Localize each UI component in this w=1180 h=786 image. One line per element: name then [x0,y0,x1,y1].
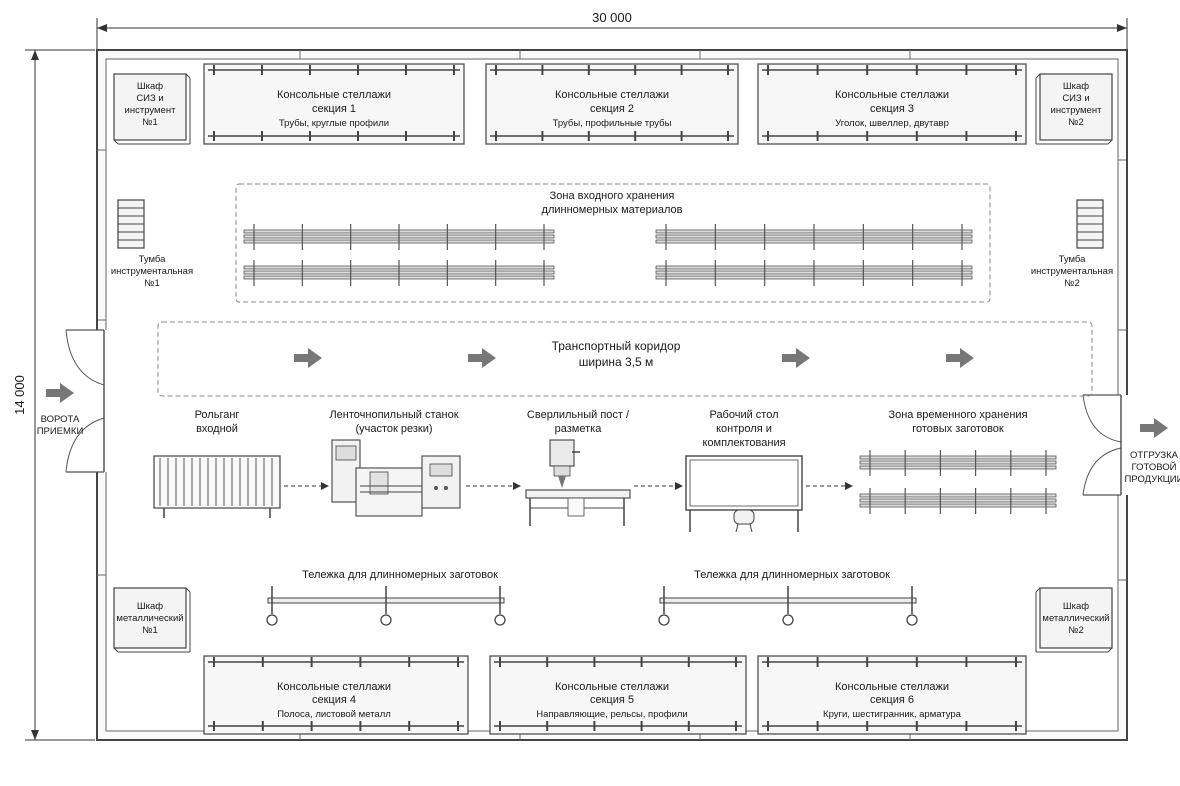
svg-text:Уголок, швеллер, двутавр: Уголок, швеллер, двутавр [835,118,949,129]
svg-text:разметка: разметка [555,423,603,435]
svg-text:Тележка для длинномерных загот: Тележка для длинномерных заготовок [302,569,498,581]
svg-text:комплектования: комплектования [702,437,785,449]
width-dimension-label: 30 000 [592,10,632,25]
shipping-gate-label: ОТГРУЗКА [1130,450,1179,461]
svg-text:Трубы, профильные трубы: Трубы, профильные трубы [553,118,672,129]
svg-text:№1: №1 [142,117,157,128]
svg-text:Направляющие, рельсы, профили: Направляющие, рельсы, профили [536,709,687,720]
svg-text:Шкаф: Шкаф [137,601,163,612]
shipping-gate: ОТГРУЗКА ГОТОВОЙ ПРОДУКЦИИ [1082,394,1180,496]
input-roller-conveyor: Рольганг входной [153,409,281,518]
svg-text:ширина 3,5 м: ширина 3,5 м [579,355,654,369]
svg-text:Круги, шестигранник, арматура: Круги, шестигранник, арматура [823,709,962,720]
svg-text:Сверлильный пост /: Сверлильный пост / [527,409,630,421]
svg-text:ГОТОВОЙ: ГОТОВОЙ [1131,461,1176,473]
ppe-cabinet-2: Шкаф СИЗ и инструмент №2 [1035,73,1113,145]
svg-text:Шкаф: Шкаф [1063,81,1089,92]
svg-text:СИЗ и: СИЗ и [136,93,163,104]
svg-text:Тележка для длинномерных загот: Тележка для длинномерных заготовок [694,569,890,581]
svg-text:(участок резки): (участок резки) [355,423,432,435]
svg-text:металлический: металлический [116,613,183,624]
svg-text:Консольные стеллажи: Консольные стеллажи [277,681,391,693]
svg-text:инструмент: инструмент [1051,105,1103,116]
svg-text:Рабочий стол: Рабочий стол [709,409,778,421]
svg-text:Консольные стеллажи: Консольные стеллажи [555,89,669,101]
temp-racks [859,450,1057,514]
svg-text:инструментальная: инструментальная [111,266,193,277]
svg-text:секция 6: секция 6 [870,694,914,706]
intake-racks [243,224,973,286]
receiving-arrow-icon [46,383,74,403]
svg-text:секция 2: секция 2 [590,103,634,115]
tool-stand-2: Тумба инструментальная №2 [1031,199,1113,289]
svg-text:ПРОДУКЦИИ: ПРОДУКЦИИ [1125,474,1180,485]
svg-text:Консольные стеллажи: Консольные стеллажи [835,89,949,101]
receiving-gate-label: ВОРОТА [41,414,80,425]
rack-section-6: Консольные стеллажи секция 6 Круги, шест… [757,655,1027,735]
rack-section-4: Консольные стеллажи секция 4 Полоса, лис… [203,655,469,735]
svg-text:№1: №1 [142,625,157,636]
temp-storage-zone: Зона временного хранения готовых заготов… [859,409,1057,514]
receiving-gate: ВОРОТА ПРИЕМКИ [37,329,105,473]
svg-text:Трубы, круглые профили: Трубы, круглые профили [279,118,389,129]
svg-text:инструмент: инструмент [125,105,177,116]
svg-text:ПРИЕМКИ: ПРИЕМКИ [37,426,84,437]
rack-arms [208,65,1022,731]
transport-corridor: Транспортный коридор ширина 3,5 м [157,321,1093,397]
svg-text:секция 1: секция 1 [312,103,356,115]
svg-text:контроля и: контроля и [716,423,772,435]
tool-stand-1: Тумба инструментальная №1 [111,199,193,289]
svg-text:Консольные стеллажи: Консольные стеллажи [555,681,669,693]
svg-text:№2: №2 [1068,625,1083,636]
rack-section-3: Консольные стеллажи секция 3 Уголок, шве… [757,63,1027,145]
svg-text:Зона входного хранения: Зона входного хранения [550,190,675,202]
long-cart-2: Тележка для длинномерных заготовок [658,569,918,626]
svg-text:секция 5: секция 5 [590,694,634,706]
svg-text:СИЗ и: СИЗ и [1062,93,1089,104]
shipping-arrow-icon [1140,418,1168,438]
svg-text:Тумба: Тумба [139,254,167,265]
rack-section-5: Консольные стеллажи секция 5 Направляющи… [489,655,747,735]
rack-section-2: Консольные стеллажи секция 2 Трубы, проф… [485,63,739,145]
intake-storage-zone: Зона входного хранения длинномерных мате… [235,183,991,303]
svg-text:Шкаф: Шкаф [1063,601,1089,612]
svg-text:секция 3: секция 3 [870,103,914,115]
svg-text:Полоса, листовой металл: Полоса, листовой металл [277,709,391,720]
building-walls [96,49,1128,741]
height-dimension-label: 14 000 [12,375,27,415]
ppe-cabinet-1: Шкаф СИЗ и инструмент №1 [113,73,191,145]
svg-text:секция 4: секция 4 [312,694,356,706]
svg-text:№2: №2 [1064,278,1079,289]
svg-text:Тумба: Тумба [1059,254,1087,265]
svg-text:Транспортный коридор: Транспортный коридор [552,339,681,353]
svg-text:Зона временного хранения: Зона временного хранения [888,409,1027,421]
metal-cabinet-1: Шкаф металлический №1 [113,587,191,653]
svg-text:металлический: металлический [1042,613,1109,624]
svg-text:Шкаф: Шкаф [137,81,163,92]
svg-text:Рольганг: Рольганг [195,409,240,421]
long-cart-1: Тележка для длинномерных заготовок [266,569,506,626]
svg-text:№1: №1 [144,278,159,289]
width-dimension: 30 000 [96,10,1128,52]
svg-text:готовых заготовок: готовых заготовок [912,423,1004,435]
svg-text:инструментальная: инструментальная [1031,266,1113,277]
svg-text:№2: №2 [1068,117,1083,128]
drilling-post: Сверлильный пост / разметка [525,409,631,526]
band-saw-machine: Ленточнопильный станок (участок резки) [329,409,461,517]
svg-text:Ленточнопильный станок: Ленточнопильный станок [329,409,458,421]
svg-text:длинномерных материалов: длинномерных материалов [542,204,683,216]
height-dimension: 14 000 [12,49,95,741]
metal-cabinet-2: Шкаф металлический №2 [1035,587,1113,653]
control-table: Рабочий стол контроля и комплектования [685,409,803,533]
svg-text:входной: входной [196,423,238,435]
svg-text:Консольные стеллажи: Консольные стеллажи [835,681,949,693]
svg-text:Консольные стеллажи: Консольные стеллажи [277,89,391,101]
rack-section-1: Консольные стеллажи секция 1 Трубы, круг… [203,63,465,145]
